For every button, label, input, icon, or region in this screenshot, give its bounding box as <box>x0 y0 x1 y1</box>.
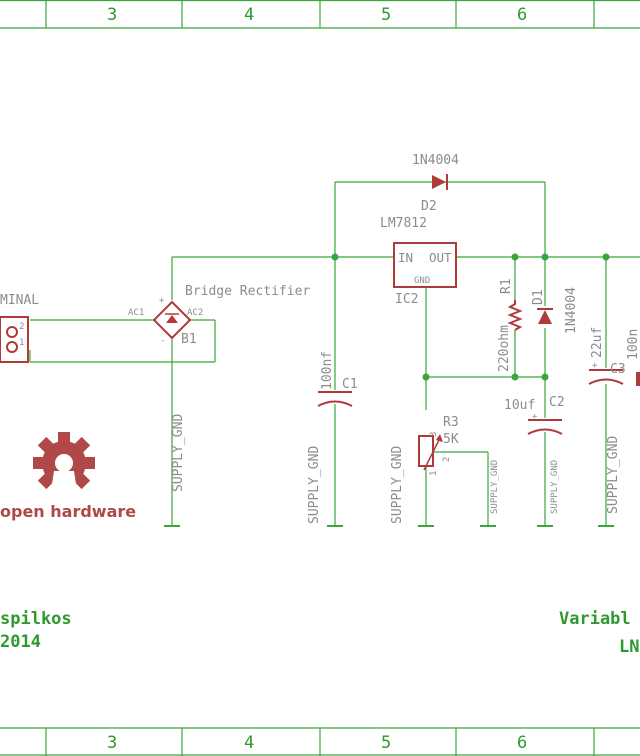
diode-d2: 1N4004 D2 <box>412 153 459 214</box>
supply-gnd-label-c1: SUPPLY_GND <box>307 446 322 524</box>
column-label-6: 6 <box>517 5 527 25</box>
r3-pin2: 2 <box>442 457 452 462</box>
c1-name: C1 <box>342 377 358 392</box>
c4-value-partial: 100n <box>626 329 640 360</box>
column-label-6-bottom: 6 <box>517 733 527 753</box>
r1-name: R1 <box>499 278 514 294</box>
ic2-pin-gnd: GND <box>414 276 430 286</box>
column-label-5: 5 <box>381 5 391 25</box>
frame-bottom: 3 4 5 6 <box>0 727 640 756</box>
column-label-4-bottom: 4 <box>244 733 254 753</box>
b1-pin-plus: + <box>159 296 165 306</box>
title-block: spilkos 2014 Variabl LN <box>0 609 639 657</box>
supply-gnd-labels: SUPPLY_GND SUPPLY_GND SUPPLY_GND SUPPLY_… <box>171 414 621 524</box>
ic2-value: LM7812 <box>380 216 427 231</box>
svg-text:+: + <box>532 412 538 422</box>
supply-gnd-label-c2: SUPPLY_GND <box>550 460 560 514</box>
c3-name: C3 <box>610 362 626 377</box>
ic2-pin-in: IN <box>398 250 413 265</box>
author-name: spilkos <box>0 609 72 629</box>
d1-value: 1N4004 <box>564 287 579 334</box>
d2-name: D2 <box>421 199 437 214</box>
ic2-name: IC2 <box>395 292 418 307</box>
c1-value: 100nf <box>320 351 335 390</box>
gear-icon <box>33 432 95 497</box>
d2-value: 1N4004 <box>412 153 459 168</box>
capacitor-c2: + 10uf C2 <box>504 395 565 435</box>
wires <box>29 181 640 526</box>
terminal-name: MINAL <box>0 293 39 308</box>
terminal-pin2: 2 <box>19 322 24 332</box>
d1-name: D1 <box>531 289 546 305</box>
author-year: 2014 <box>0 632 41 652</box>
potentiometer-r3: R3 5K 3 2 1 <box>418 415 459 476</box>
supply-gnd-label-wiper: SUPPLY_GND <box>490 460 500 514</box>
board-subtitle: LN <box>619 637 639 657</box>
open-hardware-logo: open hardware <box>0 432 136 521</box>
svg-text:+: + <box>592 361 598 371</box>
b1-name: B1 <box>181 332 197 347</box>
b1-pin-ac2: AC2 <box>187 308 203 318</box>
junctions <box>331 253 610 381</box>
supply-gnd-label-r3: SUPPLY_GND <box>390 446 405 524</box>
b1-pin-ac1: AC1 <box>128 308 144 318</box>
r3-value: 5K <box>443 432 459 447</box>
r1-value: 220ohm <box>497 325 512 372</box>
diode-d1: D1 1N4004 <box>531 287 579 334</box>
supply-gnd-label-c3: SUPPLY_GND <box>606 436 621 514</box>
r3-pin3: 3 <box>429 432 439 437</box>
terminal-pin1: 1 <box>19 338 24 348</box>
terminal-block: MINAL 2 1 <box>0 293 39 363</box>
regulator-ic2: LM7812 IN OUT GND IC2 <box>380 216 457 307</box>
b1-pin-minus: - <box>160 336 165 346</box>
c2-value: 10uf <box>504 398 535 413</box>
capacitor-c1: 100nf C1 <box>317 351 358 407</box>
column-label-4: 4 <box>244 5 254 25</box>
b1-value: Bridge Rectifier <box>185 284 310 299</box>
r3-name: R3 <box>443 415 459 430</box>
supply-gnd-label-b1: SUPPLY_GND <box>171 414 186 492</box>
board-title: Variabl <box>559 609 631 629</box>
bridge-rectifier-b1: Bridge Rectifier AC1 AC2 + - B1 <box>128 284 310 347</box>
capacitor-c3: + 22uf C3 100n <box>588 327 640 386</box>
ic2-pin-out: OUT <box>429 250 452 265</box>
column-label-5-bottom: 5 <box>381 733 391 753</box>
c2-name: C2 <box>549 395 565 410</box>
column-label-3-bottom: 3 <box>107 733 117 753</box>
resistor-r1: R1 220ohm <box>497 278 523 372</box>
column-label-3: 3 <box>107 5 117 25</box>
r3-pin1: 1 <box>429 471 439 476</box>
c3-value: 22uf <box>590 327 605 358</box>
frame-top: 3 4 5 6 <box>0 0 640 29</box>
logo-text: open hardware <box>0 502 136 521</box>
